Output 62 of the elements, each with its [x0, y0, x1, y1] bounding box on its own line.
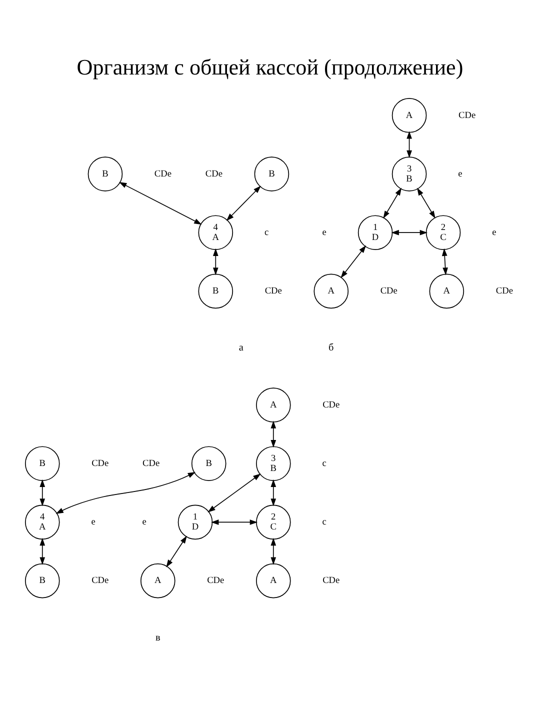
- node-circle: A: [256, 563, 291, 598]
- diagram-title: Организм с общей кассой (продолжение): [76, 54, 464, 80]
- node-label: CDe: [322, 576, 340, 586]
- node-label: c: [322, 518, 326, 528]
- arrow: [208, 474, 261, 512]
- arrow: [40, 538, 46, 565]
- arrow: [40, 479, 46, 506]
- node-label: c: [264, 228, 269, 238]
- node-label: CDe: [458, 110, 476, 121]
- node-circle: 3 B: [392, 156, 427, 192]
- arrow: [340, 245, 366, 278]
- arrow: [442, 248, 448, 276]
- node-label: CDe: [207, 576, 224, 586]
- node-circle: 2 C: [256, 504, 291, 540]
- label: в: [155, 632, 160, 644]
- node-label: e: [492, 228, 496, 238]
- arrow: [166, 536, 187, 568]
- arrow: [383, 188, 402, 219]
- node-circle: A: [429, 274, 464, 309]
- node-circle: 2 C: [426, 215, 461, 250]
- arrow: [211, 520, 258, 525]
- arrow: [118, 182, 202, 225]
- arrow: [212, 248, 218, 276]
- node-circle: B: [191, 446, 226, 482]
- node-label: e: [458, 169, 462, 180]
- node-circle: A: [140, 563, 176, 598]
- node-label: c: [322, 458, 326, 469]
- node-circle: 4 A: [24, 504, 60, 540]
- node-label: e: [91, 518, 96, 528]
- node-circle: B: [24, 446, 60, 482]
- node-circle: B: [254, 156, 290, 192]
- node-circle: 1 D: [358, 215, 393, 250]
- node-circle: 1 D: [178, 504, 213, 540]
- arrow: [417, 188, 436, 219]
- label: б: [328, 342, 334, 354]
- arrow: [391, 230, 428, 236]
- node-label: CDe: [154, 169, 172, 180]
- node-label: e: [322, 228, 326, 238]
- node-circle: A: [392, 98, 427, 133]
- arrow: [56, 472, 196, 514]
- arrow: [270, 479, 276, 506]
- node-label: CDe: [322, 400, 340, 410]
- node-label: CDe: [264, 286, 282, 297]
- node-label: CDe: [496, 286, 513, 297]
- node-label: CDe: [380, 286, 398, 297]
- node-label: e: [142, 518, 146, 528]
- arrow: [270, 420, 276, 448]
- arrow: [226, 186, 261, 221]
- arrow: [406, 131, 412, 158]
- node-label: CDe: [142, 458, 160, 469]
- arrow: [270, 538, 276, 565]
- node-circle: 3 B: [256, 446, 291, 482]
- node-label: CDe: [205, 169, 222, 180]
- node-label: CDe: [92, 458, 109, 469]
- node-circle: B: [24, 563, 60, 598]
- node-circle: B: [198, 274, 234, 309]
- node-circle: B: [88, 156, 123, 192]
- node-circle: 4 A: [198, 215, 234, 250]
- node-circle: A: [256, 388, 291, 422]
- node-label: CDe: [92, 576, 109, 586]
- node-circle: A: [314, 274, 349, 309]
- label: а: [238, 342, 244, 354]
